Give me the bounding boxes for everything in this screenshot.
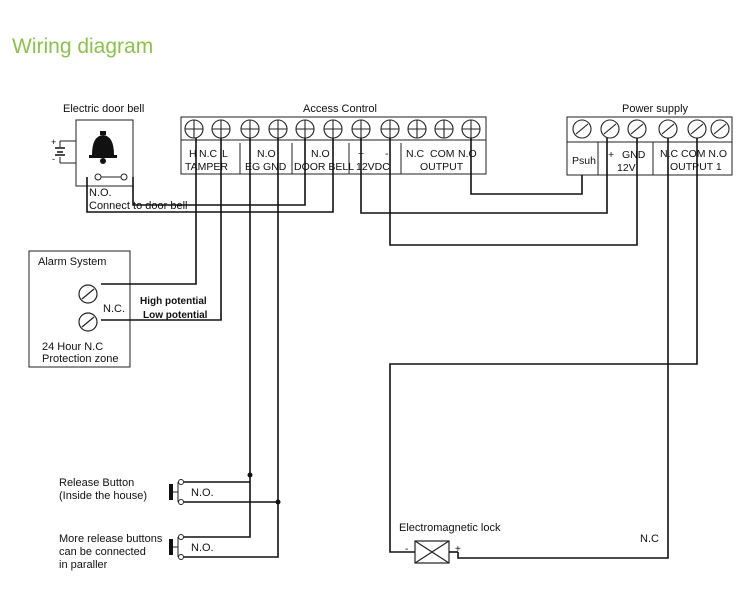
more-buttons-label-3: in paraller [59, 559, 108, 571]
ac-output: OUTPUT [420, 161, 464, 173]
power-supply-terminals [572, 119, 730, 139]
ps-screw-terminal-5 [687, 119, 707, 139]
low-potential-label: Low potential [143, 310, 208, 321]
page-title: Wiring diagram [12, 35, 153, 58]
release-button-2-no: N.O. [191, 542, 214, 554]
ac-h: H [189, 148, 197, 160]
ps-psuh: Psuh [572, 155, 596, 167]
alarm-nc-label: N.C. [103, 303, 125, 315]
battery-minus: - [52, 154, 55, 164]
ac-no-1: N.O [257, 148, 276, 160]
release-button-label-2: (Inside the house) [59, 490, 147, 502]
alarm-screw-terminal-2 [78, 312, 98, 332]
alarm-label: Alarm System [38, 256, 106, 268]
doorbell-connect-label: Connect to door bell [89, 200, 187, 212]
ac-screw-terminal-9 [407, 119, 427, 139]
ac-screw-terminal-8 [380, 119, 400, 139]
alarm-screw-terminal-1 [78, 284, 98, 304]
ps-screw-terminal-2 [600, 119, 620, 139]
ps-plus: + [608, 149, 614, 161]
ac-screw-terminal-4 [268, 119, 288, 139]
ps-nc-com-no: N.C COM N.O [660, 148, 727, 160]
ps-screw-terminal-6 [710, 119, 730, 139]
release-button-2-icon [169, 534, 184, 560]
ps-screw-terminal-3 [627, 119, 647, 139]
release-button-icon [169, 479, 184, 505]
high-potential-label: High potential [140, 296, 207, 307]
alarm-zone-line2: Protection zone [42, 353, 118, 365]
release-button-label-1: Release Button [59, 477, 134, 489]
alarm-system-box [28, 250, 131, 368]
ac-screw-terminal-6 [323, 119, 343, 139]
access-control-terminals [184, 119, 481, 139]
ac-tamper: TAMPER [185, 161, 228, 173]
more-buttons-label-1: More release buttons [59, 533, 163, 545]
bell-icon [89, 131, 117, 164]
ac-doorbell: DOOR BELL [294, 161, 354, 173]
power-supply-label: Power supply [622, 103, 689, 115]
ac-out-no: N.O [458, 148, 477, 160]
more-buttons-label-2: can be connected [59, 546, 146, 558]
ac-screw-terminal-2 [211, 119, 231, 139]
doorbell-no-label: N.O. [89, 187, 112, 199]
wires [86, 138, 698, 559]
ps-output1: OUTPUT 1 [670, 161, 722, 173]
ac-out-com: COM [430, 148, 455, 160]
ps-12v: 12V [617, 162, 636, 174]
ps-screw-terminal-4 [658, 119, 678, 139]
power-supply-dividers [567, 141, 732, 175]
ac-screw-terminal-10 [434, 119, 454, 139]
ac-screw-terminal-3 [240, 119, 260, 139]
lock-nc-label: N.C [640, 533, 659, 545]
ac-l: L [222, 148, 228, 160]
battery-icon [55, 140, 76, 164]
ps-screw-terminal-1 [572, 119, 592, 139]
lock-label: Electromagnetic lock [399, 522, 501, 534]
alarm-zone-line1: 24 Hour N.C [42, 341, 103, 353]
ac-nc: N.C [199, 148, 218, 160]
ac-minus: - [385, 148, 389, 160]
ac-out-nc: N.C [406, 148, 425, 160]
release-button-no: N.O. [191, 487, 214, 499]
lock-plus: + [455, 544, 461, 555]
ac-eg: EG [245, 161, 260, 173]
ac-no-2: N.O [311, 148, 330, 160]
battery-plus: + [51, 137, 56, 147]
access-control-label: Access Control [303, 103, 377, 115]
doorbell-label: Electric door bell [63, 103, 144, 115]
ps-gnd: GND [622, 149, 646, 161]
ac-screw-terminal-1 [184, 119, 204, 139]
ac-12vdc: 12VDC [356, 161, 390, 173]
lock-minus: - [405, 544, 408, 555]
ac-screw-terminal-5 [295, 119, 315, 139]
ac-screw-terminal-11 [461, 119, 481, 139]
ac-gnd: GND [263, 161, 287, 173]
ac-screw-terminal-7 [351, 119, 371, 139]
electromagnetic-lock-icon [414, 540, 450, 564]
